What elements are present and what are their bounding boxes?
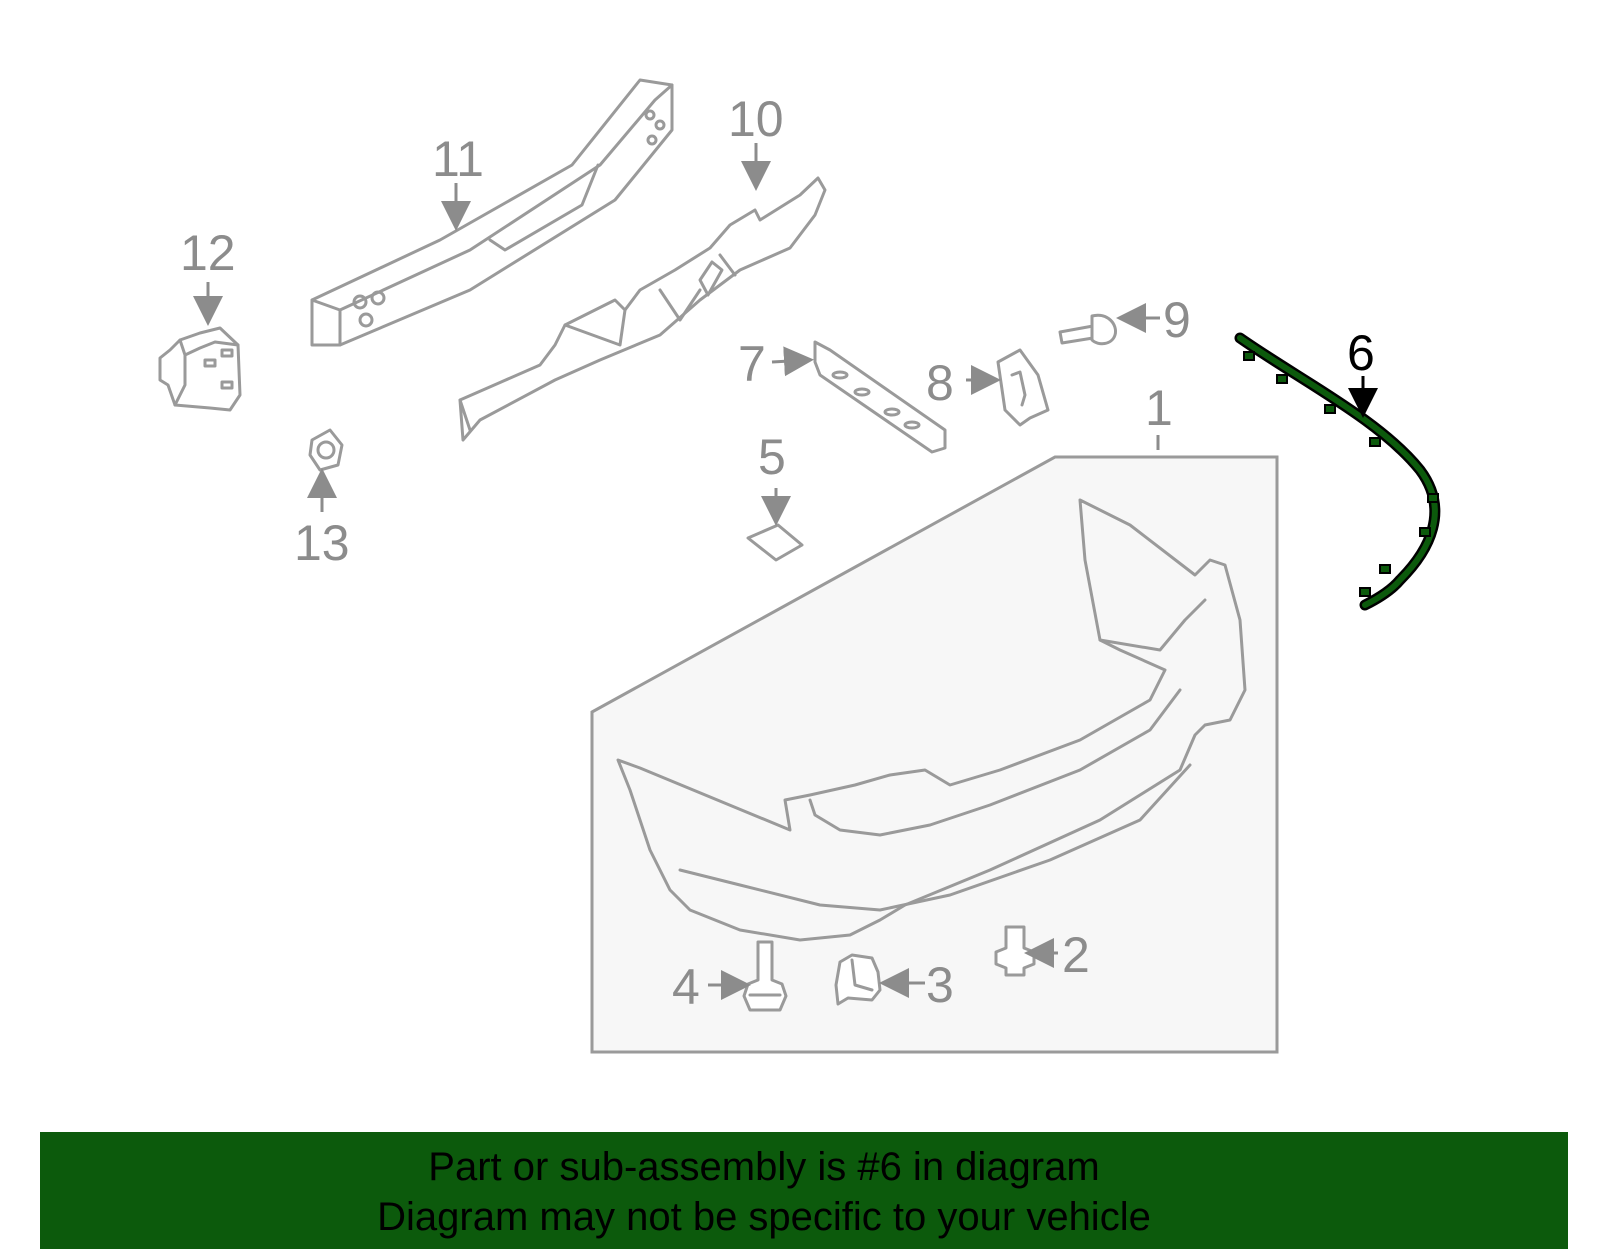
callout-11: 11: [432, 131, 484, 187]
callout-4: 4: [672, 959, 700, 1015]
part-10-absorber: [458, 176, 827, 442]
part-11-beam: [310, 78, 674, 347]
part-9-screw: [1058, 313, 1118, 346]
callout-1: 1: [1145, 380, 1173, 436]
part-8-guide: [996, 348, 1050, 427]
part-1-bumper-cover: [590, 455, 1279, 1054]
part-6-trim-strip: [1234, 332, 1441, 611]
banner-line-2: Diagram may not be specific to your vehi…: [377, 1195, 1151, 1239]
callout-2: 2: [1062, 927, 1090, 983]
part-12-side-bracket: [158, 326, 242, 412]
banner-line-1: Part or sub-assembly is #6 in diagram: [428, 1145, 1100, 1189]
callout-3: 3: [926, 957, 954, 1013]
callout-6: 6: [1347, 325, 1375, 381]
callout-9: 9: [1163, 292, 1191, 348]
info-banner: Part or sub-assembly is #6 in diagram Di…: [40, 1132, 1568, 1249]
part-3-clip: [834, 953, 882, 1006]
part-5-pad: [746, 523, 804, 562]
callout-10: 10: [728, 91, 784, 147]
part-7-bracket: [813, 340, 947, 454]
callout-5: 5: [758, 429, 786, 485]
callout-13: 13: [294, 515, 350, 571]
part-13-nut: [308, 428, 344, 472]
callout-12: 12: [180, 225, 236, 281]
callout-8: 8: [926, 355, 954, 411]
part-4-bolt: [742, 940, 788, 1012]
callout-7: 7: [738, 336, 766, 392]
